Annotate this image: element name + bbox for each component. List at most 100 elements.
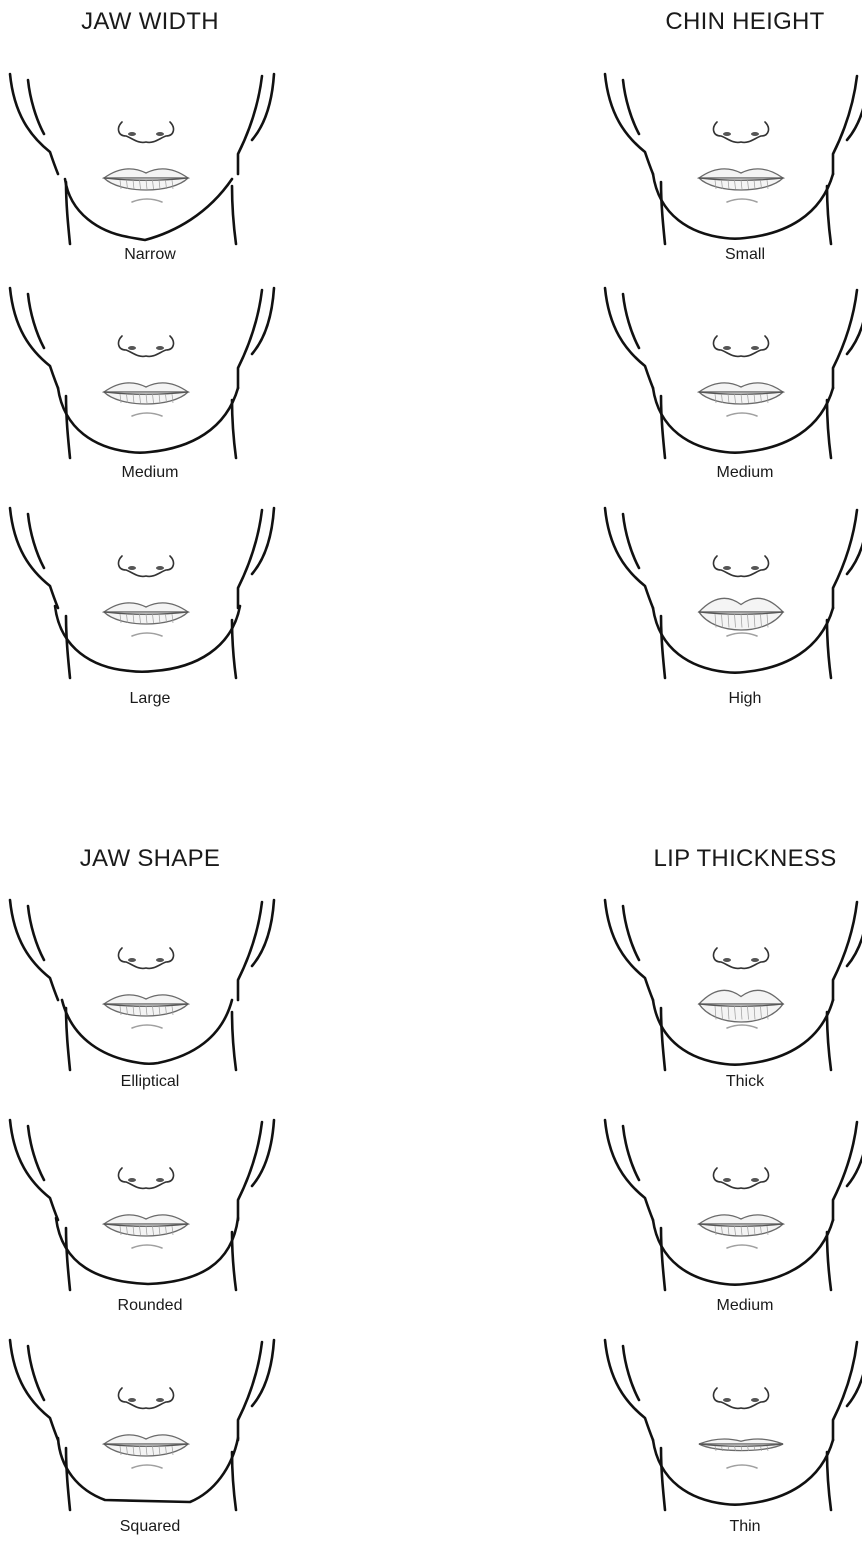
- nostril-right: [156, 1398, 164, 1402]
- face-illustration: [0, 288, 300, 458]
- item-label: Medium: [595, 464, 862, 482]
- neck-left: [66, 1448, 70, 1510]
- neck-left: [66, 616, 70, 678]
- item-label: Narrow: [0, 246, 300, 264]
- ear-left: [28, 294, 44, 348]
- chin-crease: [132, 1465, 162, 1468]
- head-contour-left: [10, 1120, 58, 1220]
- head-contour-left: [605, 1340, 653, 1440]
- nose: [714, 122, 769, 142]
- ear-left: [28, 1126, 44, 1180]
- neck-right: [232, 1012, 236, 1070]
- group-title: CHIN HEIGHT: [595, 8, 862, 36]
- item-label: Thick: [595, 1073, 862, 1091]
- face-item: Thick: [595, 900, 862, 1110]
- head-contour-left: [605, 288, 653, 388]
- head-contour-right: [238, 1342, 262, 1440]
- upper-lip: [699, 1439, 783, 1444]
- face-illustration: [0, 900, 300, 1070]
- upper-lip: [699, 1215, 783, 1224]
- face-illustration: [595, 900, 862, 1070]
- item-label: Medium: [0, 464, 300, 482]
- upper-lip: [104, 383, 188, 392]
- neck-right: [827, 186, 831, 244]
- chin-crease: [727, 1025, 757, 1028]
- chin-crease: [132, 413, 162, 416]
- neck-left: [661, 616, 665, 678]
- upper-lip: [699, 383, 783, 392]
- nostril-right: [751, 566, 759, 570]
- item-label: Medium: [595, 1297, 862, 1315]
- face-item: Narrow: [0, 74, 300, 284]
- face-illustration: [0, 74, 300, 244]
- item-label: Rounded: [0, 1297, 300, 1315]
- head-contour-right: [238, 510, 262, 608]
- nostril-left: [723, 566, 731, 570]
- nostril-right: [751, 1178, 759, 1182]
- neck-left: [661, 1448, 665, 1510]
- ear-left: [28, 80, 44, 134]
- item-label: Squared: [0, 1518, 300, 1536]
- upper-lip: [104, 1435, 188, 1444]
- chin-crease: [132, 1245, 162, 1248]
- nostril-left: [128, 958, 136, 962]
- nose: [119, 122, 174, 142]
- head-contour-left: [605, 1120, 653, 1220]
- ear-left: [28, 514, 44, 568]
- head-contour-left: [10, 900, 58, 1000]
- item-label: High: [595, 690, 862, 708]
- nostril-right: [156, 958, 164, 962]
- chin-crease: [132, 199, 162, 202]
- nostril-right: [751, 958, 759, 962]
- ear-right: [847, 74, 862, 140]
- neck-right: [827, 1232, 831, 1290]
- chin-crease: [727, 1465, 757, 1468]
- face-item: High: [595, 508, 862, 718]
- chin-crease: [132, 633, 162, 636]
- nose: [714, 1168, 769, 1188]
- nostril-left: [723, 1398, 731, 1402]
- chin-crease: [727, 199, 757, 202]
- neck-right: [232, 400, 236, 458]
- nose: [714, 948, 769, 968]
- neck-right: [827, 1012, 831, 1070]
- neck-left: [66, 1228, 70, 1290]
- nostril-left: [128, 1178, 136, 1182]
- item-label: Large: [0, 690, 300, 708]
- face-item: Medium: [0, 288, 300, 498]
- face-item: Medium: [595, 288, 862, 498]
- head-contour-left: [10, 74, 58, 174]
- upper-lip: [699, 990, 783, 1004]
- nostril-left: [723, 346, 731, 350]
- head-contour-left: [605, 74, 653, 174]
- nose: [119, 336, 174, 356]
- upper-lip: [104, 603, 188, 612]
- ear-left: [623, 1346, 639, 1400]
- ear-right: [847, 900, 862, 966]
- item-label: Small: [595, 246, 862, 264]
- face-illustration: [595, 288, 862, 458]
- head-contour-right: [833, 510, 857, 608]
- neck-left: [661, 1228, 665, 1290]
- nostril-right: [156, 346, 164, 350]
- nose: [714, 336, 769, 356]
- ear-left: [28, 906, 44, 960]
- head-contour-right: [238, 76, 262, 174]
- face-item: Small: [595, 74, 862, 284]
- face-item: Squared: [0, 1340, 300, 1550]
- ear-right: [847, 288, 862, 354]
- nose: [119, 1168, 174, 1188]
- neck-right: [232, 1452, 236, 1510]
- head-contour-left: [605, 900, 653, 1000]
- head-contour-left: [10, 508, 58, 608]
- ear-right: [847, 1340, 862, 1406]
- head-contour-right: [833, 290, 857, 388]
- upper-lip: [699, 169, 783, 178]
- nose: [119, 948, 174, 968]
- chin-crease: [727, 633, 757, 636]
- nostril-left: [128, 346, 136, 350]
- nose: [119, 556, 174, 576]
- upper-lip: [104, 169, 188, 178]
- head-contour-right: [238, 290, 262, 388]
- upper-lip: [104, 1215, 188, 1224]
